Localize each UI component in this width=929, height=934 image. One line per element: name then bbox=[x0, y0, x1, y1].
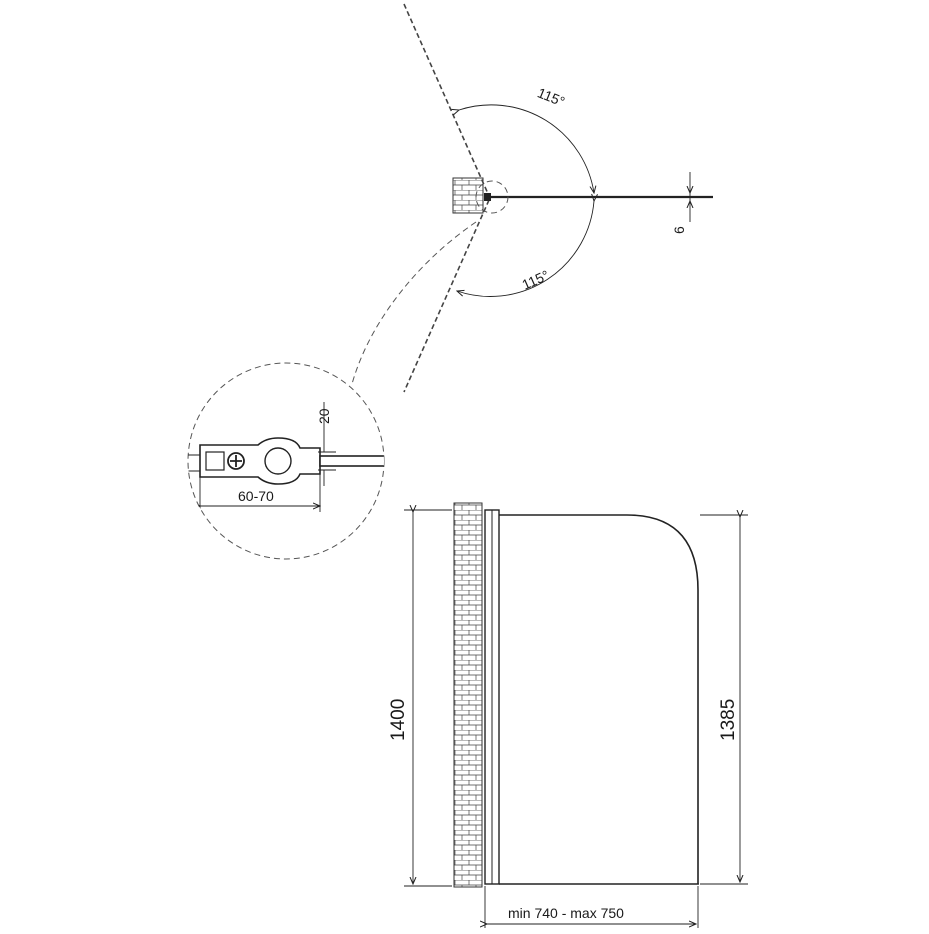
hinge-span-label: 60-70 bbox=[238, 488, 274, 504]
glass-height-label: 1385 bbox=[718, 699, 739, 741]
angle-closed-label: 115° bbox=[519, 267, 551, 293]
width-label: min 740 - max 750 bbox=[508, 905, 624, 921]
wall-front-view bbox=[453, 502, 483, 888]
hinge-slot bbox=[205, 451, 225, 471]
detail-view: 20 60-70 bbox=[187, 362, 385, 560]
offset-label: 20 bbox=[316, 408, 332, 424]
pivot-hole bbox=[264, 447, 292, 475]
detail-leader bbox=[351, 221, 477, 385]
detail-marker-circle bbox=[475, 180, 509, 214]
glass-panel-front bbox=[499, 514, 699, 885]
angle-arc-open bbox=[459, 104, 594, 193]
glass-panel-detail bbox=[319, 455, 384, 467]
hinge-top-view bbox=[484, 193, 491, 201]
top-view: 115° 115° 6 bbox=[351, 3, 713, 393]
angle-open-label: 115° bbox=[535, 84, 567, 109]
hinge-body bbox=[199, 437, 321, 485]
glass-thickness-label: 6 bbox=[671, 226, 687, 234]
overall-height-label: 1400 bbox=[388, 699, 409, 741]
swing-line-open bbox=[403, 3, 490, 197]
front-view: 1400 1385 min 740 - max 750 bbox=[388, 502, 748, 928]
angle-arc-closed bbox=[457, 201, 594, 297]
wall-top-view bbox=[452, 177, 484, 214]
